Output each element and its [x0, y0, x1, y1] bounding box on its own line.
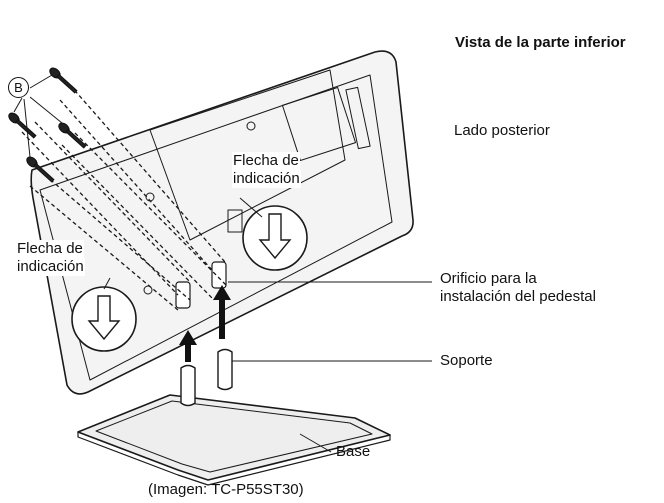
image-caption: (Imagen: TC-P55ST30)	[148, 481, 304, 498]
screw-marker-lines	[13, 74, 63, 158]
tv-connector	[227, 209, 243, 233]
stand-base-inner	[95, 400, 373, 473]
up-arrow-right	[213, 285, 231, 339]
indication-arrow-right	[258, 213, 292, 260]
stand-base	[77, 394, 391, 481]
insertion-arrows	[179, 285, 231, 362]
pedestal-hole-left	[175, 281, 191, 309]
diagram-title: Vista de la parte inferior	[455, 34, 626, 51]
screw	[8, 112, 37, 139]
tv-rear-bulge	[149, 69, 346, 241]
screw	[49, 67, 78, 94]
rear-side-label: Lado posterior	[454, 122, 550, 139]
pedestal-hole-right	[211, 261, 227, 289]
stand-base-edge	[77, 432, 391, 486]
indication-arrow-left	[87, 295, 121, 341]
tv-vesa-hole	[143, 285, 153, 295]
stand-post-left	[180, 364, 196, 407]
hole-label-line1: Orificio para la	[440, 270, 537, 287]
arrow-label-left-line1: Flecha de	[16, 240, 84, 258]
arrow-label-left-line2: indicación	[16, 258, 85, 276]
arrow-label-right-line2: indicación	[232, 170, 301, 188]
screw-marker: B	[8, 77, 29, 98]
screw	[58, 122, 87, 149]
screw	[26, 156, 55, 183]
base-label: Base	[336, 443, 371, 460]
hole-label-line2: instalación del pedestal	[440, 288, 596, 305]
arrow-label-right-line1: Flecha de	[232, 152, 300, 170]
stand-post-right	[217, 348, 233, 391]
support-label: Soporte	[440, 352, 493, 369]
screw-guide-lines	[21, 84, 227, 311]
tv-port-strip	[345, 86, 371, 150]
up-arrow-left	[179, 330, 197, 362]
tv-terminal-panel	[281, 86, 357, 162]
screws	[8, 67, 87, 183]
leader-lines	[103, 197, 432, 453]
tv-vesa-hole	[246, 121, 256, 131]
